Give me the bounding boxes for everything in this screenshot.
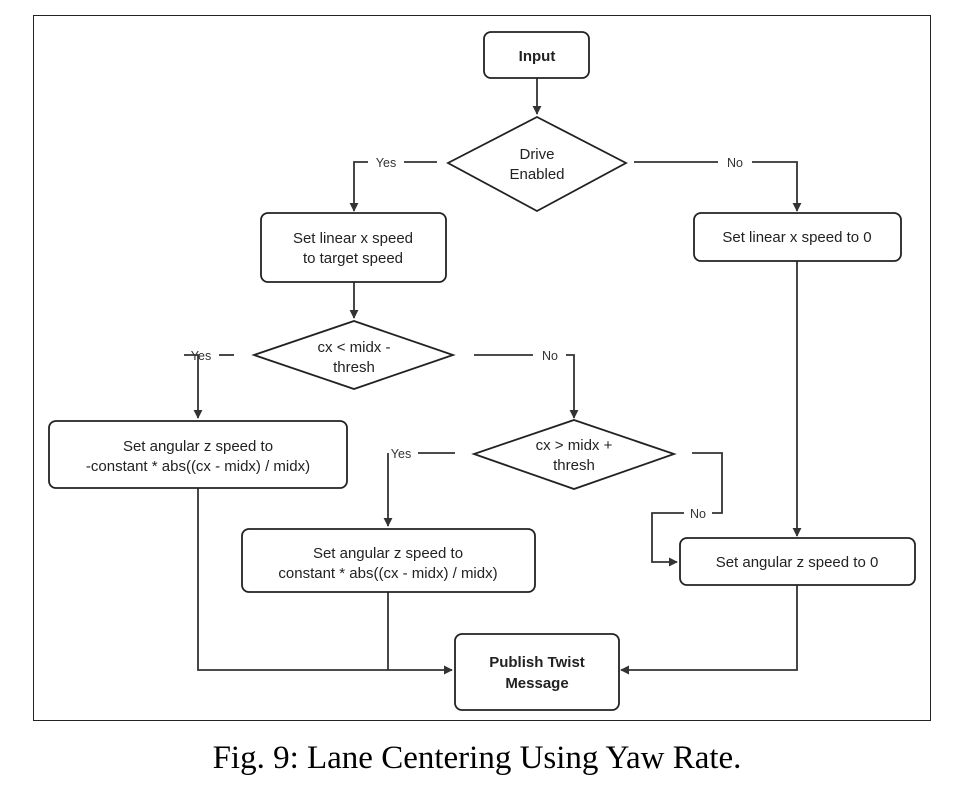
node-publish: [454, 633, 620, 711]
publish-label-2: Message: [505, 675, 568, 692]
node-cx-greater: [471, 419, 677, 490]
node-set-angular-neg: [48, 420, 348, 489]
node-input: [483, 31, 590, 79]
diagram-frame: [33, 15, 931, 721]
edge-greater-no: [651, 512, 684, 567]
greater-yes-label: Yes: [391, 447, 411, 461]
greater-no-label: No: [690, 507, 706, 521]
cx-less-label-2: thresh: [333, 359, 375, 376]
less-yes-label: Yes: [191, 349, 211, 363]
edge-drive-no: [752, 161, 802, 212]
node-cx-less: [251, 320, 456, 390]
edge-less-yes: [184, 354, 203, 419]
node-set-angular-pos: [241, 528, 536, 593]
drive-enabled-label-1: Drive: [519, 146, 554, 163]
set-angular-neg-label-1: Set angular z speed to: [123, 438, 273, 455]
edge-angular-zero-to-publish: [620, 585, 798, 675]
cx-greater-label-2: thresh: [553, 457, 595, 474]
edge-greater-no-upper: [692, 452, 723, 514]
node-set-linear-zero: [693, 212, 902, 262]
cx-less-label-1: cx < midx -: [318, 339, 391, 356]
drive-yes-label: Yes: [376, 156, 396, 170]
node-set-angular-zero: [679, 537, 916, 586]
set-linear-target-label-1: Set linear x speed: [293, 230, 413, 247]
node-drive-enabled: [446, 115, 628, 213]
set-angular-pos-label-1: Set angular z speed to: [313, 545, 463, 562]
figure-caption: Fig. 9: Lane Centering Using Yaw Rate.: [212, 740, 742, 776]
set-angular-neg-label-2: -constant * abs((cx - midx) / midx): [86, 458, 310, 475]
less-no-label: No: [542, 349, 558, 363]
flowchart: Input Drive Enabled Set linear x speed t…: [48, 31, 916, 711]
drive-no-label: No: [727, 156, 743, 170]
set-linear-target-label-2: to target speed: [303, 250, 403, 267]
edge-drive-yes: [349, 161, 368, 212]
set-angular-pos-label-2: constant * abs((cx - midx) / midx): [278, 565, 497, 582]
edge-angular-neg-to-publish: [197, 488, 453, 675]
node-set-linear-target: [260, 212, 447, 283]
cx-greater-label-1: cx > midx +: [536, 437, 613, 454]
input-label: Input: [519, 48, 556, 65]
publish-label-1: Publish Twist: [489, 654, 585, 671]
edge-less-no: [566, 354, 579, 419]
set-linear-zero-label: Set linear x speed to 0: [722, 229, 871, 246]
set-angular-zero-label: Set angular z speed to 0: [716, 554, 879, 571]
drive-enabled-label-2: Enabled: [509, 166, 564, 183]
